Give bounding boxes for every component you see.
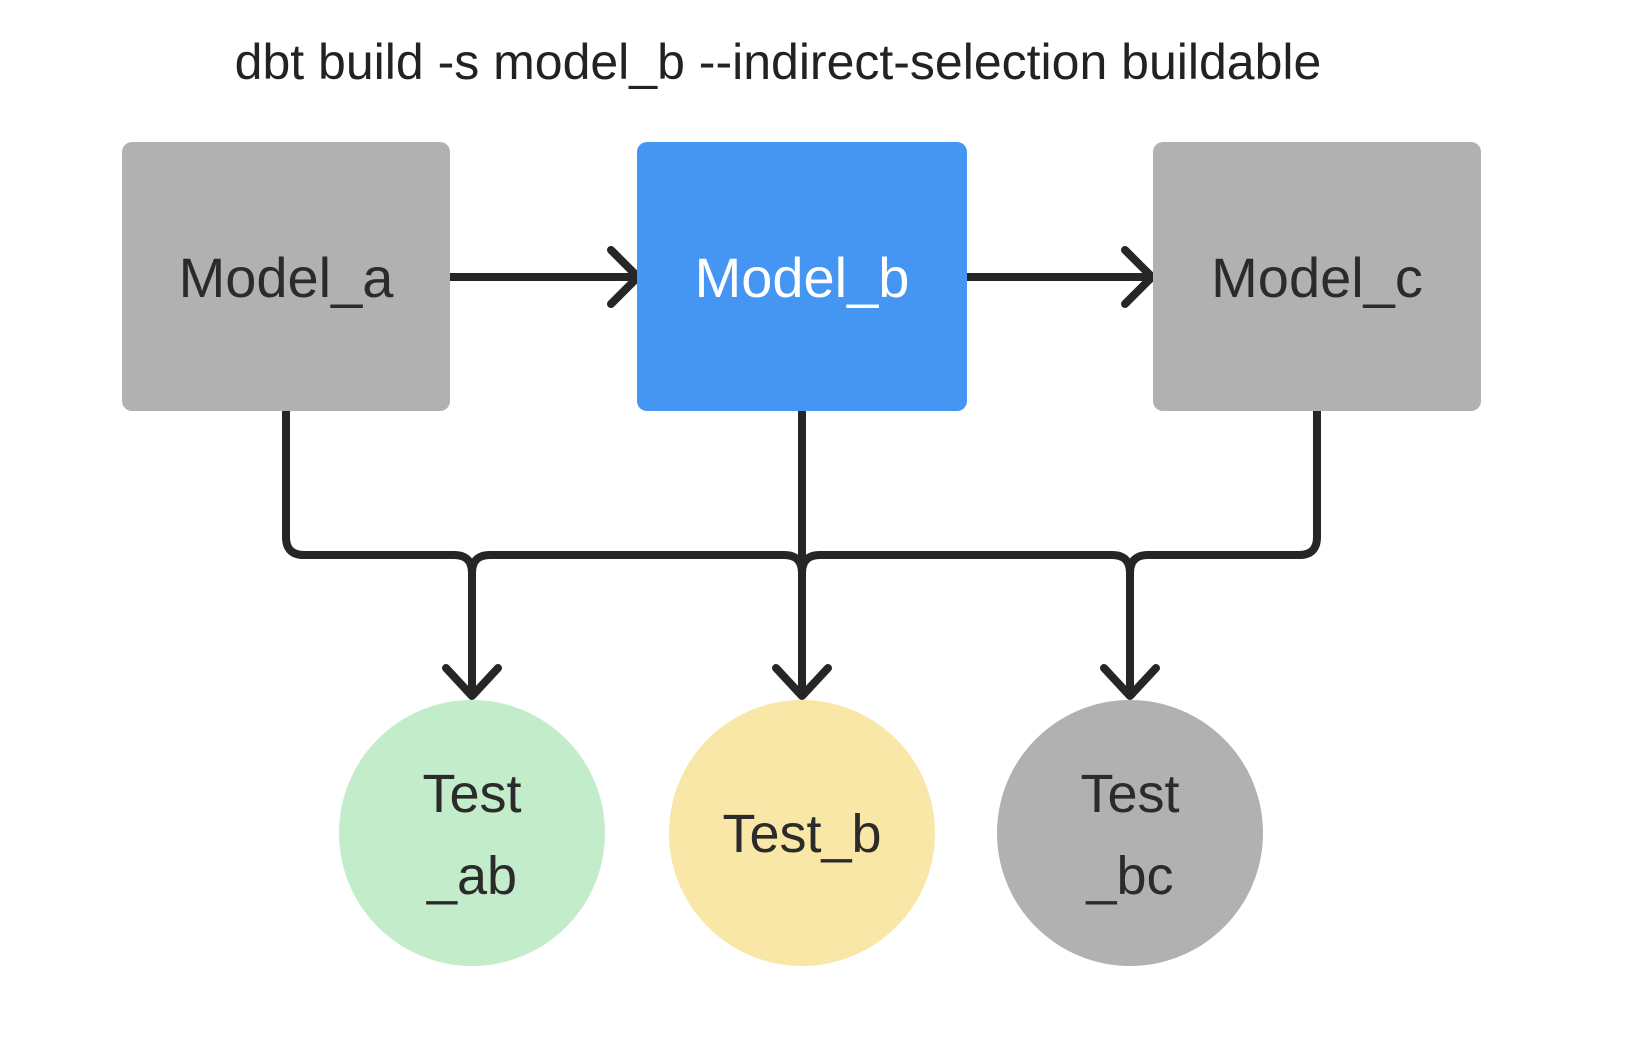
arrowhead-test-b-icon [772, 664, 832, 700]
edge-model-c-to-test-bc [1126, 407, 1321, 577]
model-c-label: Model_c [1211, 246, 1423, 309]
test-nodes: Test _ab Test_b Test _bc [339, 700, 1263, 966]
test-bc-label-line1: Test [1080, 764, 1179, 824]
test-b-label: Test_b [722, 804, 881, 864]
test-ab-label-line1: Test [422, 764, 521, 824]
edge-bus-test-ab-to-model-b [468, 551, 806, 577]
test-ab-node [339, 700, 605, 966]
edges [282, 246, 1321, 700]
edge-model-a-to-test-ab [282, 407, 476, 698]
model-b-node-selected [637, 142, 967, 411]
arrowhead-test-ab-icon [442, 664, 502, 700]
arrowhead-model-b-to-model-c-icon [1121, 246, 1156, 308]
test-bc-node [997, 700, 1263, 966]
test-b-node [669, 700, 935, 966]
model-nodes: Model_a Model_b Model_c [122, 142, 1481, 411]
model-a-label: Model_a [179, 246, 395, 309]
model-a-node [122, 142, 450, 411]
diagram-title: dbt build -s model_b --indirect-selectio… [235, 34, 1322, 90]
test-bc-label-line2: _bc [1085, 846, 1173, 906]
arrowhead-test-bc-icon [1100, 664, 1160, 700]
model-b-label: Model_b [695, 246, 910, 309]
model-c-node [1153, 142, 1481, 411]
edge-bus-model-b-to-test-bc [798, 551, 1134, 698]
test-ab-label-line2: _ab [426, 846, 517, 906]
